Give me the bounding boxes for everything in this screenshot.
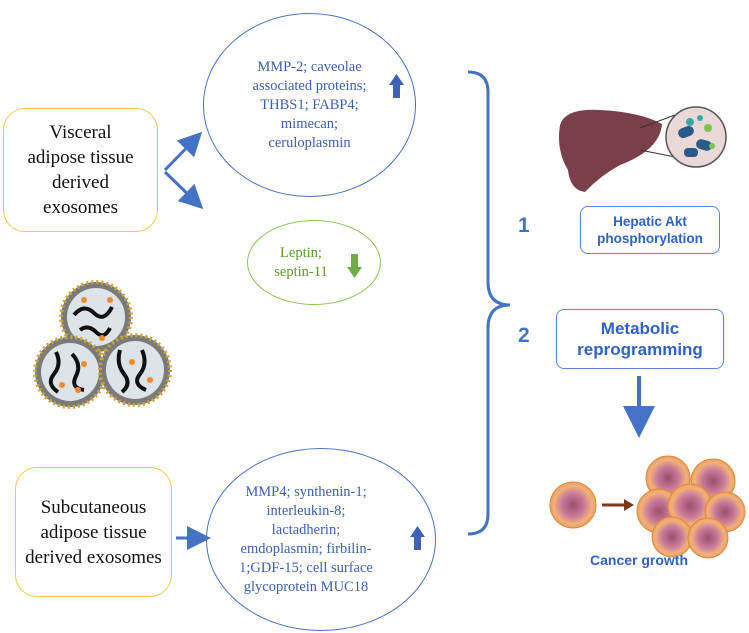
visceral-split-arrows: [163, 131, 204, 210]
effect-number-2: 2: [518, 324, 530, 347]
subcutaneous-source-box: Subcutaneous adipose tissue derived exos…: [15, 467, 172, 597]
visceral-upregulated-ellipse: MMP-2; caveolae associated proteins; THB…: [203, 13, 416, 197]
visceral-source-label: Visceral adipose tissue derived exosomes: [27, 122, 134, 218]
visceral-upregulated-proteins: MMP-2; caveolae associated proteins; THB…: [252, 58, 367, 151]
effect-label-hepatic-akt: Hepatic Akt phosphorylation: [580, 206, 720, 254]
effect-label-text-1: Hepatic Akt phosphorylation: [597, 214, 703, 246]
subcutaneous-upregulated-ellipse: MMP4; synthenin-1; interleukin-8; lactad…: [206, 448, 436, 631]
visceral-downregulated-proteins: Leptin; septin-11: [274, 244, 328, 280]
subcutaneous-source-label: Subcutaneous adipose tissue derived exos…: [25, 496, 162, 568]
cancer-cells-illustration: [549, 455, 746, 559]
liver-illustration: [559, 106, 727, 192]
effect-label-text-2: Metabolic reprogramming: [577, 319, 703, 359]
bracket: [467, 70, 511, 536]
effect-number-1: 1: [518, 214, 530, 237]
outcome-label: Cancer growth: [590, 552, 689, 568]
visceral-source-box: Visceral adipose tissue derived exosomes: [3, 108, 158, 232]
effect-label-metabolic: Metabolic reprogramming: [556, 309, 724, 369]
subcutaneous-upregulated-proteins: MMP4; synthenin-1; interleukin-8; lactad…: [239, 483, 373, 595]
exosome-illustration: [33, 280, 172, 409]
visceral-downregulated-ellipse: Leptin; septin-11: [247, 220, 381, 305]
